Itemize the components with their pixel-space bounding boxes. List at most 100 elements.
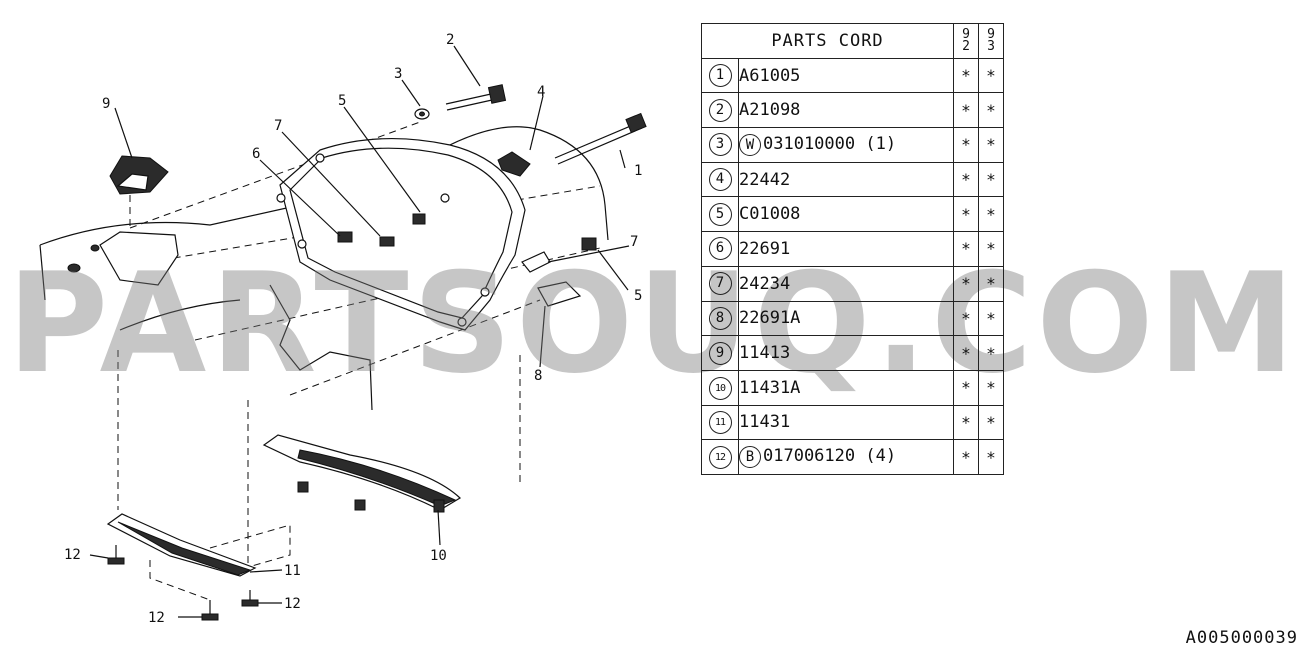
part-code: 22442 <box>739 169 791 190</box>
callout-label: 10 <box>430 548 447 564</box>
callout-label: 6 <box>252 146 260 162</box>
part-code: C01008 <box>739 204 801 225</box>
callout-label: 12 <box>148 610 165 626</box>
callout-label: 8 <box>534 368 542 384</box>
applicability-mark: * <box>953 92 979 129</box>
applicability-mark: * <box>978 439 1004 475</box>
applicability-mark: * <box>978 404 1004 441</box>
callout-label: 2 <box>446 32 454 48</box>
part-number-badge: 1 <box>708 64 732 88</box>
part-number-badge: 11 <box>708 411 732 435</box>
part-code: 017006120 (4) <box>763 446 897 467</box>
part-code: A61005 <box>739 65 801 86</box>
part-number-cell: 2 <box>701 92 739 129</box>
applicability-mark: * <box>953 369 979 406</box>
year-digit: 9 <box>962 26 970 42</box>
exploded-parts-diagram: 1 2 3 4 5 5 6 7 7 8 9 10 11 12 12 12 <box>39 32 647 626</box>
part-code-cell: 11431A <box>738 369 954 406</box>
part-number-cell: 1 <box>701 57 739 94</box>
year-digit: 3 <box>987 38 995 54</box>
part-code-cell: A21098 <box>738 92 954 129</box>
callout-label: 11 <box>284 563 301 579</box>
part-number-badge: 2 <box>708 98 732 122</box>
applicability-mark: * <box>953 335 979 371</box>
part-code-cell: 22691A <box>738 300 954 337</box>
callout-label: 7 <box>274 118 282 134</box>
part-number-cell: 12 <box>701 439 739 475</box>
callout-label: 7 <box>630 234 638 250</box>
part-code: 11431 <box>739 412 791 433</box>
callout-label: 9 <box>102 96 110 112</box>
callout-label: 4 <box>537 84 545 100</box>
part-number-badge: 3 <box>708 133 732 157</box>
part-code: 11431A <box>739 377 801 398</box>
part-number-cell: 4 <box>701 161 739 198</box>
callout-label: 5 <box>634 288 642 304</box>
applicability-mark: * <box>953 161 979 198</box>
callout-label: 12 <box>284 596 301 612</box>
part-code: 24234 <box>739 273 791 294</box>
part-code-cell: 24234 <box>738 265 954 302</box>
part-code-cell: C01008 <box>738 196 954 233</box>
part-number-cell: 3 <box>701 127 739 163</box>
part-code: A21098 <box>739 100 801 121</box>
part-number-cell: 7 <box>701 265 739 302</box>
part-number-cell: 11 <box>701 404 739 441</box>
applicability-mark: * <box>978 300 1004 337</box>
applicability-mark: * <box>953 57 979 94</box>
part-number-cell: 10 <box>701 369 739 406</box>
applicability-mark: * <box>978 127 1004 163</box>
part-code-cell: 22442 <box>738 161 954 198</box>
part-number-badge: 8 <box>708 306 732 330</box>
part-number-badge: 12 <box>708 446 732 470</box>
applicability-mark: * <box>953 196 979 233</box>
table-row: 1 A61005 ** <box>701 57 1004 94</box>
applicability-mark: * <box>978 196 1004 233</box>
part-code: 22691A <box>739 308 801 329</box>
parts-header: PARTS CORD <box>701 23 954 59</box>
part-number-cell: 6 <box>701 231 739 267</box>
part-number-badge: 10 <box>708 376 732 400</box>
part-code: 031010000 (1) <box>763 133 897 154</box>
diagram-reference-code: A005000039 <box>1185 628 1298 648</box>
part-number-cell: 9 <box>701 335 739 371</box>
part-prefix-badge: B <box>739 446 761 469</box>
part-code-cell: 11413 <box>738 335 954 371</box>
part-number-cell: 5 <box>701 196 739 233</box>
part-code: 22691 <box>739 238 791 259</box>
table-row: 5 C01008 ** <box>701 196 1004 233</box>
part-prefix-badge: W <box>739 133 761 156</box>
part-code-cell: 11431 <box>738 404 954 441</box>
applicability-mark: * <box>953 231 979 267</box>
part-number-badge: 9 <box>708 341 732 365</box>
applicability-mark: * <box>953 439 979 475</box>
part-number-badge: 4 <box>708 168 732 192</box>
part-number-badge: 7 <box>708 272 732 296</box>
part-code: 11413 <box>739 343 791 364</box>
callout-label: 12 <box>64 547 81 563</box>
table-row: 9 11413 ** <box>701 335 1004 371</box>
year-digit: 2 <box>962 38 970 54</box>
applicability-mark: * <box>978 335 1004 371</box>
callout-label: 1 <box>634 163 642 179</box>
part-number-badge: 5 <box>708 202 732 226</box>
applicability-mark: * <box>978 231 1004 267</box>
applicability-mark: * <box>978 265 1004 302</box>
table-row: 8 22691A ** <box>701 300 1004 337</box>
applicability-mark: * <box>953 300 979 337</box>
year-digit: 9 <box>987 26 995 42</box>
part-code-cell: 22691 <box>738 231 954 267</box>
applicability-mark: * <box>978 57 1004 94</box>
applicability-mark: * <box>953 127 979 163</box>
